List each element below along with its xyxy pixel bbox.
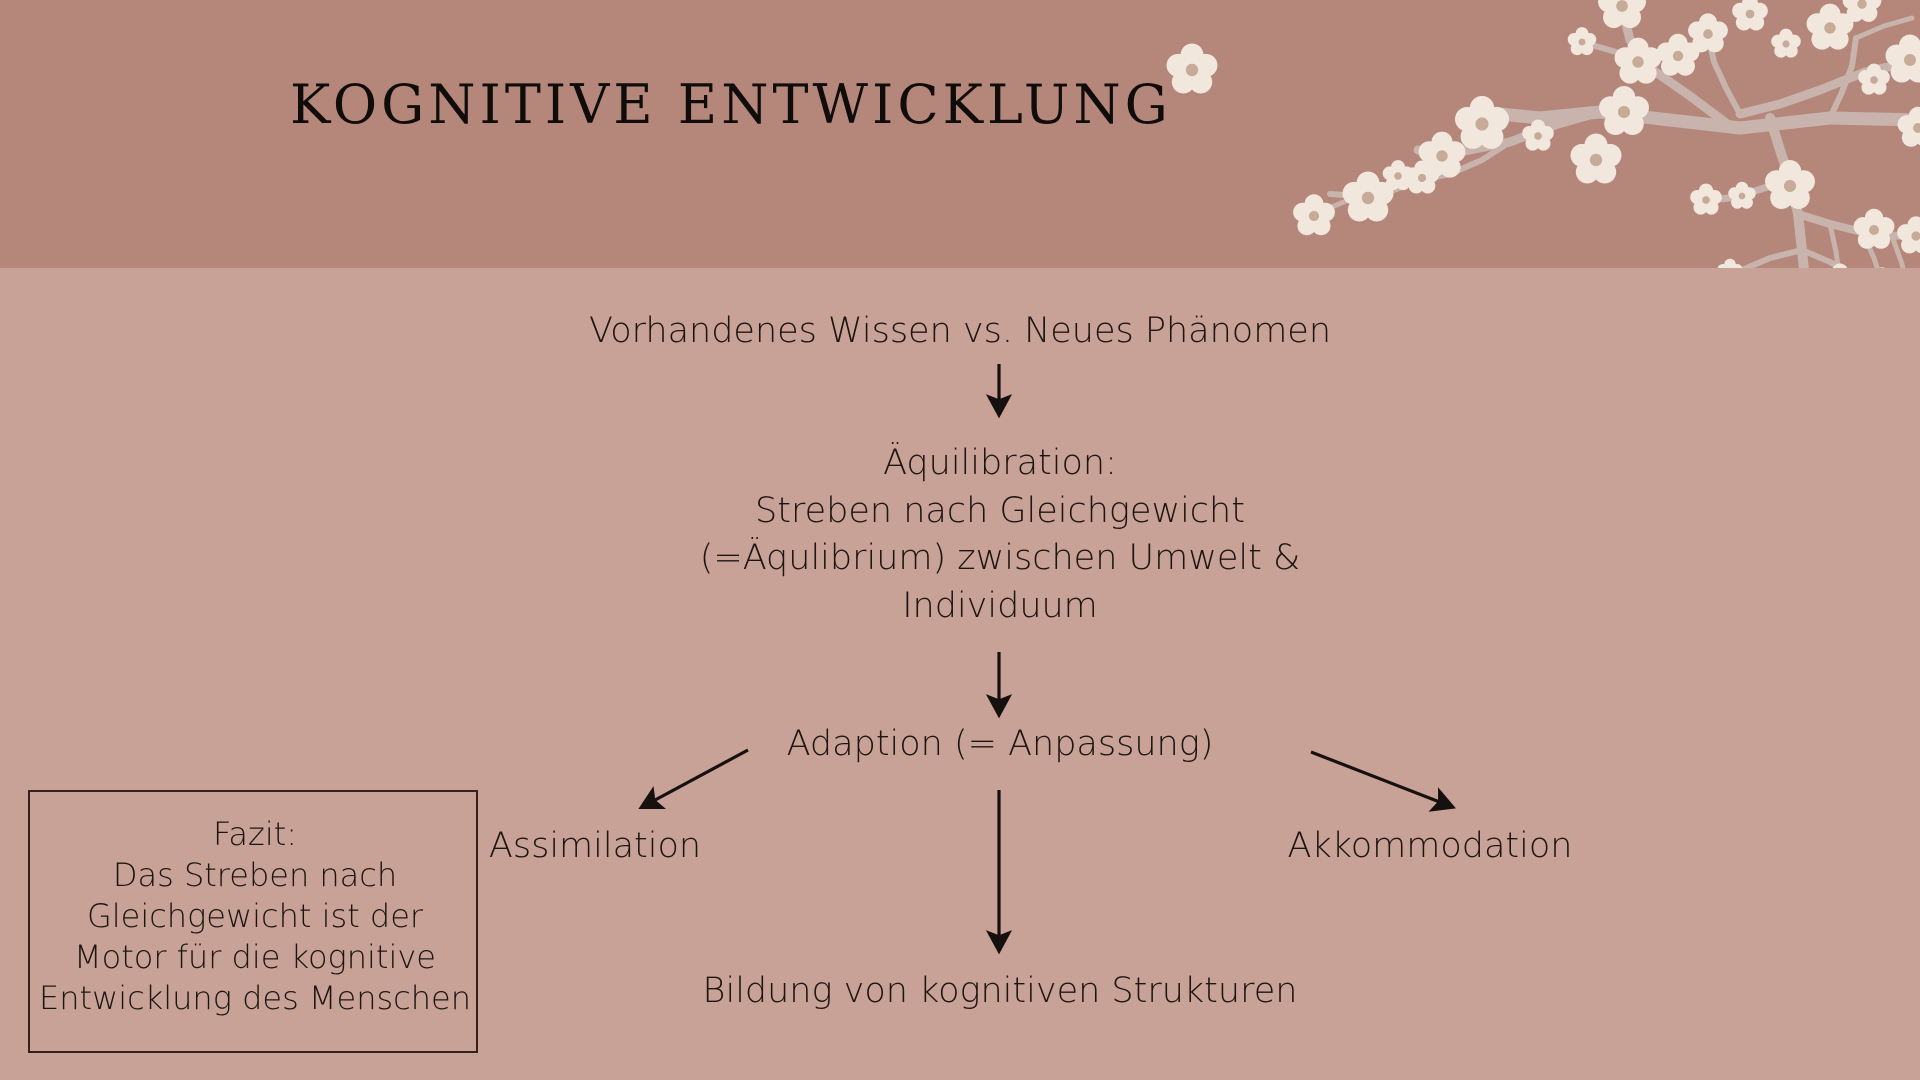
- node-premise: Vorhandenes Wissen vs. Neues Phänomen: [588, 311, 1332, 351]
- page-title: KOGNITIVE ENTWICKLUNG: [290, 73, 1172, 136]
- fazit-box: Fazit: Das Streben nach Gleichgewicht is…: [28, 790, 478, 1053]
- node-strukturen: Bildung von kognitiven Strukturen: [702, 971, 1298, 1011]
- node-assimilation: Assimilation: [488, 826, 702, 866]
- header-band: KOGNITIVE ENTWICKLUNG: [0, 0, 1920, 268]
- cherry-blossom-branch-icon: [1166, 0, 1920, 268]
- fazit-text: Fazit: Das Streben nach Gleichgewicht is…: [39, 815, 471, 1017]
- node-akkommodation: Akkommodation: [1287, 826, 1573, 866]
- node-adaption: Adaption (= Anpassung): [786, 724, 1214, 764]
- node-equilibration: Äquilibration: Streben nach Gleichgewich…: [699, 443, 1301, 626]
